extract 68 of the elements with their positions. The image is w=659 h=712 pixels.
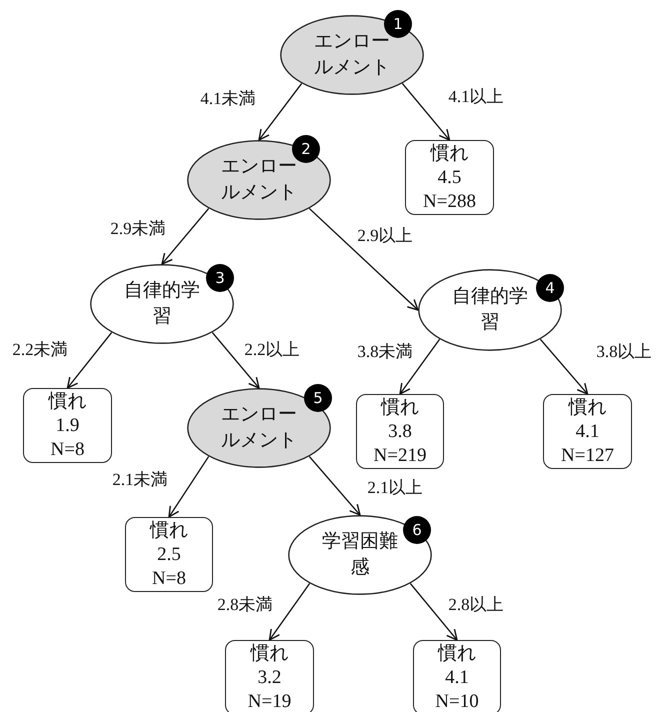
leaf-box (23, 388, 112, 463)
decision-ellipse (90, 264, 234, 344)
arrow (66, 332, 112, 389)
node-label: エンロールメント (220, 403, 298, 453)
leaf-label: 慣れ (250, 642, 288, 666)
node-label: 自律的学習 (451, 285, 529, 335)
leaf-label: 慣れ (438, 642, 476, 666)
edge-label: 2.2未満 (12, 340, 68, 360)
leaf-value: 3.2 (258, 666, 282, 690)
arrow (399, 338, 440, 395)
callout-number: 4 (536, 274, 564, 302)
decision-ellipse (187, 388, 331, 468)
callout-number: 6 (403, 516, 431, 544)
edge-label: 2.8未満 (217, 595, 273, 615)
arrow (308, 208, 419, 311)
sample-size: N=219 (374, 444, 426, 468)
leaf-label: 慣れ (381, 396, 419, 420)
leaf-label: 慣れ (568, 396, 606, 420)
arrow (161, 208, 210, 265)
sample-size: N=288 (423, 190, 476, 214)
edge-label: 2.9未満 (110, 219, 166, 239)
edge-label: 4.1以上 (448, 87, 504, 107)
leaf-label: 慣れ (48, 390, 86, 414)
leaf-value: 3.8 (388, 420, 412, 444)
decision-ellipse (288, 515, 432, 595)
arrow (308, 456, 361, 516)
sample-size: N=8 (152, 566, 186, 590)
leaf-box (356, 394, 444, 469)
arrow (540, 338, 588, 395)
leaf-value: 4.5 (438, 166, 462, 190)
sample-size: N=19 (248, 690, 292, 712)
leaf-value: 4.1 (576, 420, 600, 444)
edge-label: 2.2以上 (244, 340, 300, 360)
leaf-label: 慣れ (150, 518, 188, 542)
leaf-box (225, 640, 314, 712)
arrow (168, 456, 210, 518)
edge-label: 2.1以上 (367, 478, 423, 498)
leaf-box (543, 394, 632, 469)
sample-size: N=127 (561, 444, 614, 468)
edge-label: 3.8未満 (357, 342, 413, 362)
leaf-box (405, 140, 494, 215)
arrow (258, 83, 302, 141)
callout-number: 3 (206, 264, 234, 292)
sample-size: N=8 (50, 438, 84, 462)
node-label: 自律的学習 (123, 279, 201, 329)
arrow (410, 583, 458, 641)
leaf-value: 2.5 (157, 542, 181, 566)
leaf-value: 1.9 (56, 414, 80, 438)
edge-label: 2.8以上 (448, 595, 504, 615)
leaf-value: 4.1 (445, 666, 469, 690)
leaf-label: 慣れ (430, 142, 468, 166)
arrow (268, 583, 310, 641)
leaf-box (413, 640, 501, 712)
edge-label: 2.9以上 (357, 226, 413, 246)
decision-ellipse (187, 140, 331, 220)
callout-number: 1 (384, 10, 412, 38)
callout-number: 2 (292, 135, 320, 163)
decision-ellipse (418, 269, 562, 351)
sample-size: N=10 (435, 690, 479, 712)
callout-number: 5 (304, 384, 332, 412)
edge-label: 3.8以上 (596, 342, 652, 362)
leaf-box (125, 517, 213, 592)
decision-ellipse (280, 15, 424, 95)
node-label: 学習困難感 (321, 530, 399, 580)
arrow (402, 83, 450, 141)
edge-label: 4.1未満 (200, 89, 256, 109)
arrow (212, 332, 260, 389)
edge-label: 2.1未満 (112, 470, 168, 490)
